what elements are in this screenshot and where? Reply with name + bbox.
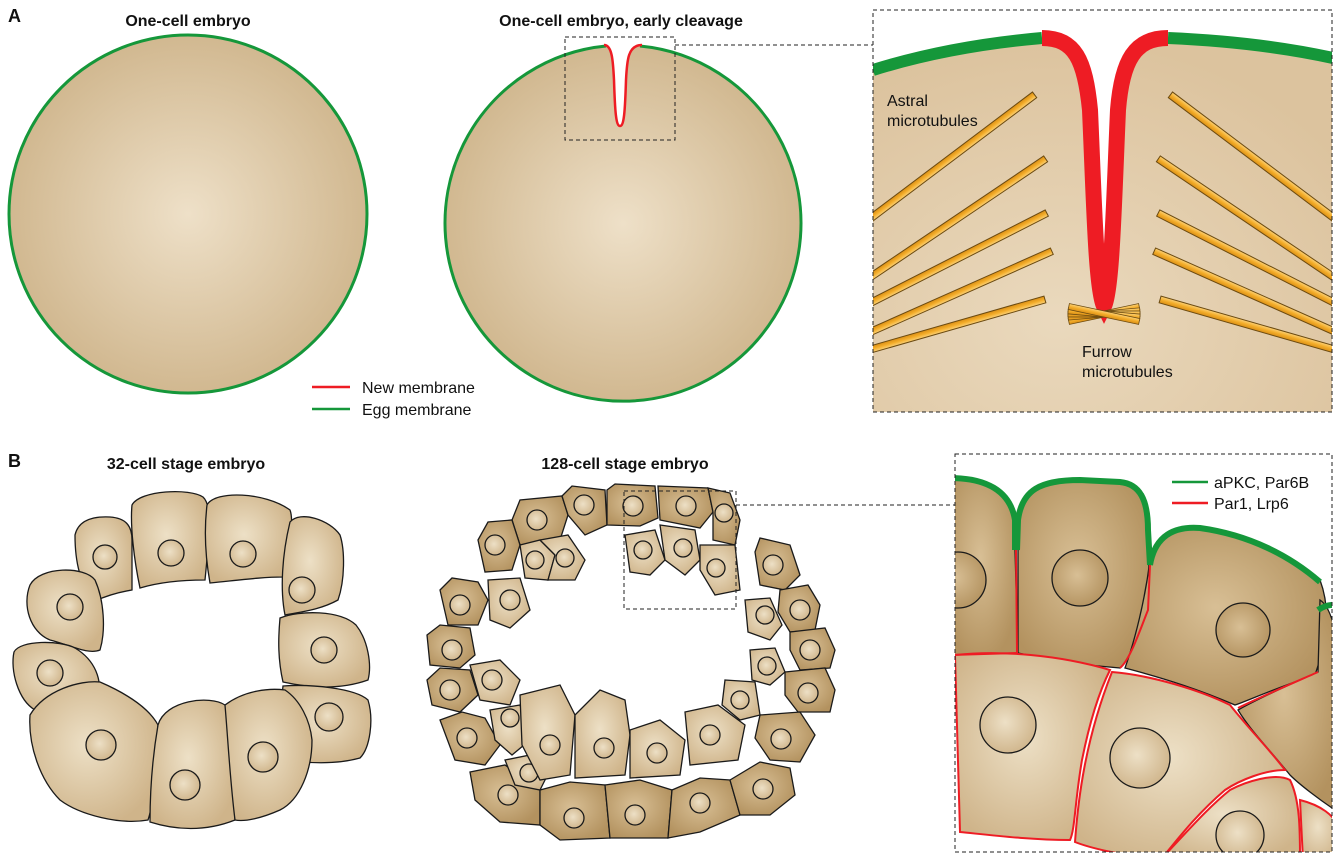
panel-label-b: B xyxy=(8,451,21,471)
label-furrow-line1: Furrow xyxy=(1082,344,1132,361)
inner-cells xyxy=(470,525,785,790)
label-astral-line2: microtubules xyxy=(887,113,978,130)
cell xyxy=(150,700,235,828)
panel-label-a: A xyxy=(8,6,21,26)
one-cell-embryo xyxy=(9,35,367,393)
title-32-cell: 32-cell stage embryo xyxy=(107,456,266,473)
legend-membranes: New membrane Egg membrane xyxy=(312,380,475,419)
title-one-cell: One-cell embryo xyxy=(125,13,251,30)
label-astral-line1: Astral xyxy=(887,93,928,110)
legend-basolateral-label: Par1, Lrp6 xyxy=(1214,496,1289,513)
cell xyxy=(575,690,630,778)
legend-apical-label: aPKC, Par6B xyxy=(1214,475,1309,492)
early-cleavage-embryo xyxy=(445,45,801,401)
title-early-cleavage: One-cell embryo, early cleavage xyxy=(499,13,743,30)
legend-new-membrane-label: New membrane xyxy=(362,380,475,397)
zoom-panel-furrow xyxy=(801,10,1333,412)
legend-polarity: aPKC, Par6B Par1, Lrp6 xyxy=(1166,470,1326,514)
cell xyxy=(282,517,343,615)
embryo-32-cell xyxy=(13,492,371,829)
title-128-cell: 128-cell stage embryo xyxy=(541,456,708,473)
label-furrow-line2: microtubules xyxy=(1082,364,1173,381)
legend-egg-membrane-label: Egg membrane xyxy=(362,402,471,419)
embryo-128-cell xyxy=(427,484,835,840)
cell xyxy=(205,495,291,583)
